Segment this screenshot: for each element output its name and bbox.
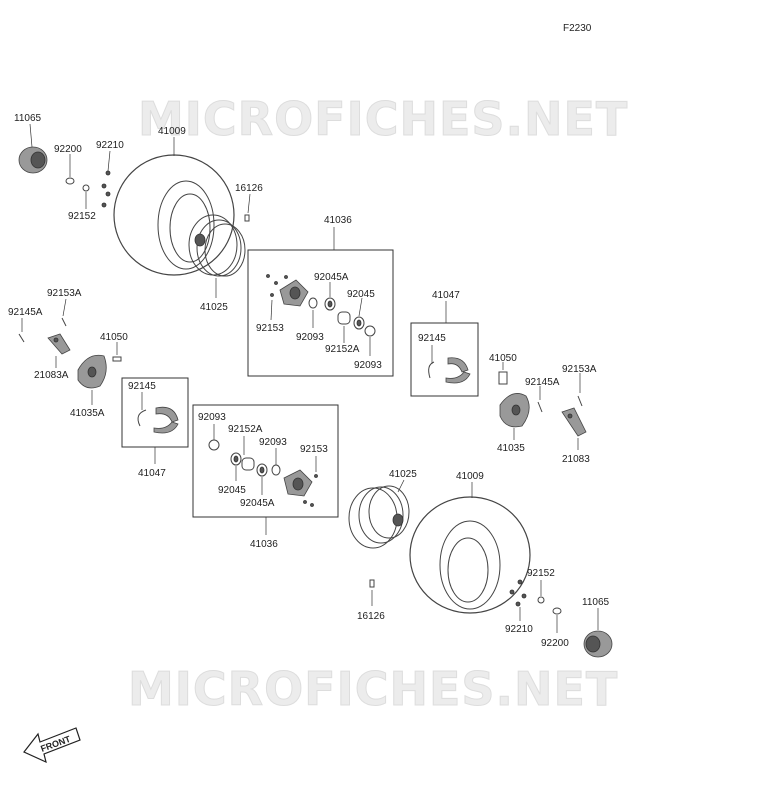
spacer-92152A-bottom[interactable] (241, 457, 255, 471)
screw-92153A-right[interactable] (577, 395, 583, 407)
front-direction-arrow: FRONT (23, 727, 81, 764)
callout-21083A: 21083A (34, 370, 69, 381)
callout-92153A: 92153A (47, 288, 82, 299)
callout-92210: 92210 (96, 140, 124, 151)
callout-92152A: 92152A (325, 344, 360, 355)
bearing-92045-bottom[interactable] (230, 452, 242, 466)
callout-92153A-b: 92153A (562, 364, 597, 375)
callout-92093-b: 92093 (354, 360, 382, 371)
washer-92152-bottom[interactable] (537, 596, 545, 604)
washer-92200-bottom[interactable] (552, 607, 562, 615)
callout-16126-b: 16126 (357, 611, 385, 622)
lever-21083[interactable] (561, 407, 587, 437)
seal-92093-top-b[interactable] (364, 325, 376, 337)
seal-92093-bottom-a[interactable] (208, 439, 220, 451)
callout-11065: 11065 (14, 113, 42, 124)
seal-92093-bottom-b[interactable] (271, 464, 281, 476)
screw-92145A-left[interactable] (18, 333, 25, 343)
bearing-92045A-top[interactable] (324, 297, 336, 311)
tire-41009-bottom[interactable] (409, 496, 531, 614)
brake-shoe-left[interactable] (137, 406, 179, 434)
rim-41025-top[interactable] (188, 214, 246, 277)
hub-flange-bottom[interactable] (283, 469, 318, 507)
callout-92145A-b: 92145A (525, 377, 560, 388)
hub-cap-11065-bottom[interactable] (583, 630, 613, 658)
callout-92045-b: 92045 (218, 485, 246, 496)
callout-41009: 41009 (158, 126, 186, 137)
spacer-92152A-top[interactable] (337, 311, 351, 325)
callout-21083: 21083 (562, 454, 590, 465)
nuts-92210-bottom[interactable] (509, 579, 527, 607)
callout-41036-b: 41036 (250, 539, 278, 550)
callout-92145: 92145 (418, 333, 446, 344)
callout-92200: 92200 (54, 144, 82, 155)
callout-92093-d: 92093 (259, 437, 287, 448)
group-box-41036-top (247, 249, 394, 377)
rim-41025-bottom[interactable] (348, 485, 410, 549)
hub-flange-top[interactable] (266, 274, 309, 307)
hub-cap-11065-top[interactable] (18, 146, 48, 174)
callout-92045: 92045 (347, 289, 375, 300)
callout-41035A: 41035A (70, 408, 105, 419)
group-box-41047-right (410, 322, 479, 397)
callout-92045A: 92045A (314, 272, 349, 283)
group-box-41036-bottom (192, 404, 339, 518)
callout-41025-b: 41025 (389, 469, 417, 480)
callout-92093-c: 92093 (198, 412, 226, 423)
callout-41047: 41047 (432, 290, 460, 301)
callout-41050: 41050 (100, 332, 128, 343)
callout-92153-b: 92153 (300, 444, 328, 455)
callout-92152A-b: 92152A (228, 424, 263, 435)
callout-92153: 92153 (256, 323, 284, 334)
valve-16126-top[interactable] (244, 214, 250, 222)
callout-92045A-b: 92045A (240, 498, 275, 509)
callout-41050-b: 41050 (489, 353, 517, 364)
callout-41036: 41036 (324, 215, 352, 226)
callout-41025: 41025 (200, 302, 228, 313)
screw-92153A-left[interactable] (61, 317, 67, 327)
valve-16126-bottom[interactable] (369, 579, 375, 588)
figure-code: F2230 (563, 23, 592, 34)
callout-92200-b: 92200 (541, 638, 569, 649)
watermark-bottom: MICROFICHES.NET (128, 662, 618, 716)
callout-16126: 16126 (235, 183, 263, 194)
drum-41035[interactable] (499, 393, 530, 428)
callout-41035: 41035 (497, 443, 525, 454)
pin-41050-left[interactable] (112, 356, 122, 362)
callout-11065-b: 11065 (582, 597, 610, 608)
watermark-top: MICROFICHES.NET (138, 92, 628, 146)
drum-41035A[interactable] (77, 354, 107, 389)
washer-92152-top[interactable] (82, 184, 90, 192)
brake-shoe-right[interactable] (428, 357, 471, 384)
callout-41009-b: 41009 (456, 471, 484, 482)
bearing-92045A-bottom[interactable] (256, 463, 268, 477)
callout-92093: 92093 (296, 332, 324, 343)
callout-92145-b: 92145 (128, 381, 156, 392)
callout-92145A: 92145A (8, 307, 43, 318)
nuts-92210-top[interactable] (101, 170, 111, 208)
callout-41047-b: 41047 (138, 468, 166, 479)
washer-92200-top[interactable] (65, 177, 75, 185)
screw-92145A-right[interactable] (537, 401, 543, 413)
lever-21083A[interactable] (47, 333, 71, 355)
seal-92093-top-a[interactable] (308, 297, 318, 309)
callout-92152-b: 92152 (527, 568, 555, 579)
tire-41009-top[interactable] (113, 154, 235, 276)
pin-41050-right[interactable] (498, 371, 508, 385)
callout-92210-b: 92210 (505, 624, 533, 635)
callout-92152: 92152 (68, 211, 96, 222)
bearing-92045-top[interactable] (353, 316, 365, 330)
